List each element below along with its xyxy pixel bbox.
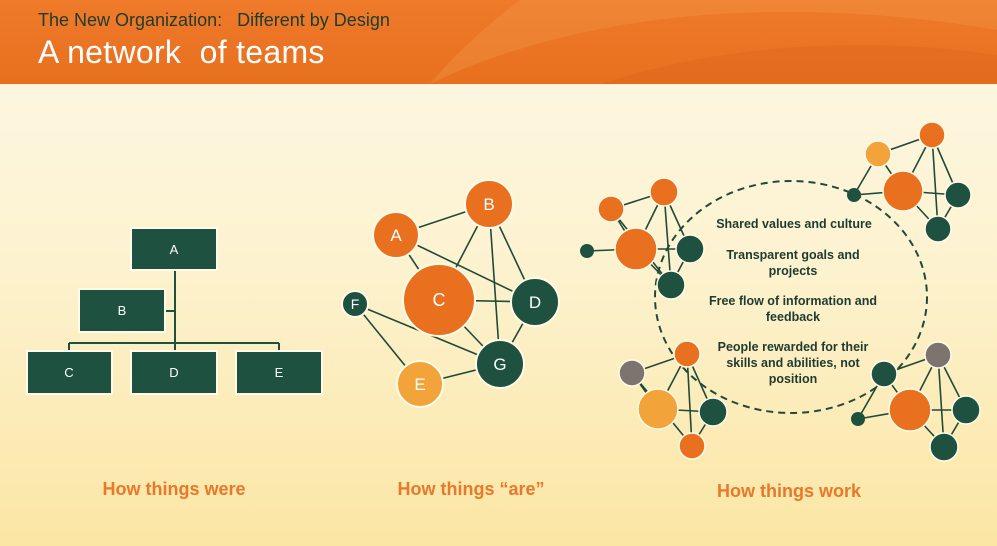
svg-text:C: C bbox=[433, 290, 446, 310]
network-node-a: A bbox=[372, 211, 420, 259]
caption-how-things-work: How things work bbox=[717, 481, 861, 501]
work-item-free-flow: Free flow of information and feedback bbox=[708, 294, 878, 324]
org-box-d-label: D bbox=[169, 365, 178, 380]
network-node-d: D bbox=[510, 277, 560, 327]
work-item-transparent-goals: Transparent goals and projects bbox=[726, 248, 860, 278]
svg-text:F: F bbox=[351, 296, 360, 312]
caption-how-things-are: How things “are” bbox=[397, 479, 545, 499]
org-box-c-label: C bbox=[64, 365, 73, 380]
work-item-shared-values: Shared values and culture bbox=[716, 217, 872, 231]
network-node-f: F bbox=[341, 290, 369, 318]
caption-how-things-were: How things were bbox=[102, 479, 246, 499]
network-node-b: B bbox=[464, 179, 514, 229]
network-node-c: C bbox=[402, 263, 476, 337]
team-cluster-bottom-left bbox=[618, 340, 728, 460]
org-box-e: E bbox=[235, 350, 323, 395]
team-cluster-bottom-right bbox=[851, 341, 981, 462]
dashed-boundary bbox=[654, 180, 928, 414]
svg-text:A: A bbox=[390, 226, 402, 245]
banner-swoosh bbox=[430, 0, 997, 84]
org-box-c: C bbox=[26, 350, 113, 395]
network-node-e: E bbox=[396, 360, 444, 408]
svg-text:E: E bbox=[414, 375, 425, 394]
org-box-b-label: B bbox=[118, 303, 127, 318]
page-subtitle: The New Organization: Different by Desig… bbox=[38, 10, 390, 30]
org-box-d: D bbox=[130, 350, 218, 395]
team-cluster-top-left bbox=[580, 177, 705, 300]
page-title: A network of teams bbox=[38, 34, 325, 70]
network-node-g: G bbox=[475, 339, 525, 389]
org-box-a-label: A bbox=[170, 242, 179, 257]
header-banner: The New Organization: Different by Desig… bbox=[0, 0, 997, 84]
org-box-a: A bbox=[130, 227, 218, 271]
team-cluster-top-right bbox=[847, 121, 972, 243]
work-item-people-rewarded: People rewarded for their skills and abi… bbox=[717, 340, 869, 386]
svg-text:B: B bbox=[483, 195, 494, 214]
svg-text:D: D bbox=[529, 293, 541, 312]
svg-text:G: G bbox=[493, 355, 506, 374]
org-box-e-label: E bbox=[275, 365, 284, 380]
org-box-b: B bbox=[78, 288, 166, 333]
